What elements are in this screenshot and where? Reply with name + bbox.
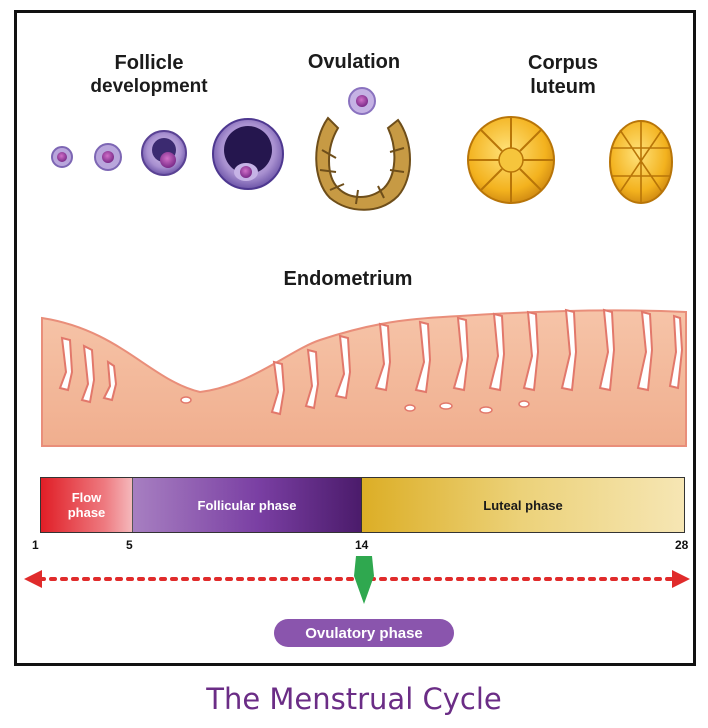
day-5-label: 5	[126, 538, 133, 552]
endometrium-illustration	[41, 308, 687, 447]
follicular-phase-segment: Follicular phase	[133, 478, 362, 532]
endometrium-label: Endometrium	[283, 268, 413, 290]
luteal-phase-segment: Luteal phase	[362, 478, 684, 532]
flow-phase-label-line2: phase	[67, 505, 106, 520]
phase-bar: Flow phase Follicular phase Luteal phase	[40, 477, 685, 533]
corpus-luteum-active	[467, 116, 555, 204]
flow-phase-segment: Flow phase	[41, 478, 133, 532]
ovulatory-phase-badge: Ovulatory phase	[274, 619, 454, 647]
follicular-phase-label: Follicular phase	[197, 497, 297, 513]
corpus-luteum-illustration	[467, 116, 673, 204]
follicle-development-illustration	[51, 118, 284, 190]
ruptured-follicle	[315, 116, 411, 211]
flow-phase-label-line1: Flow	[71, 490, 102, 505]
corpus-luteum-label: Corpus luteum	[528, 52, 598, 98]
luteal-phase-label: Luteal phase	[483, 497, 563, 513]
ovulation-label: Ovulation	[307, 51, 401, 73]
follicle-development-label: Follicle development	[90, 52, 208, 97]
ovulation-illustration	[315, 87, 411, 211]
green-diamond-marker-icon	[354, 556, 374, 604]
double-headed-dotted-arrow-icon	[24, 570, 690, 588]
day-28-label: 28	[675, 538, 689, 552]
diagram-caption: The Menstrual Cycle	[206, 682, 502, 716]
ovulatory-phase-label: Ovulatory phase	[305, 624, 423, 642]
day-1-label: 1	[32, 538, 39, 552]
corpus-luteum-regressing	[609, 120, 673, 204]
day-14-label: 14	[355, 538, 369, 552]
